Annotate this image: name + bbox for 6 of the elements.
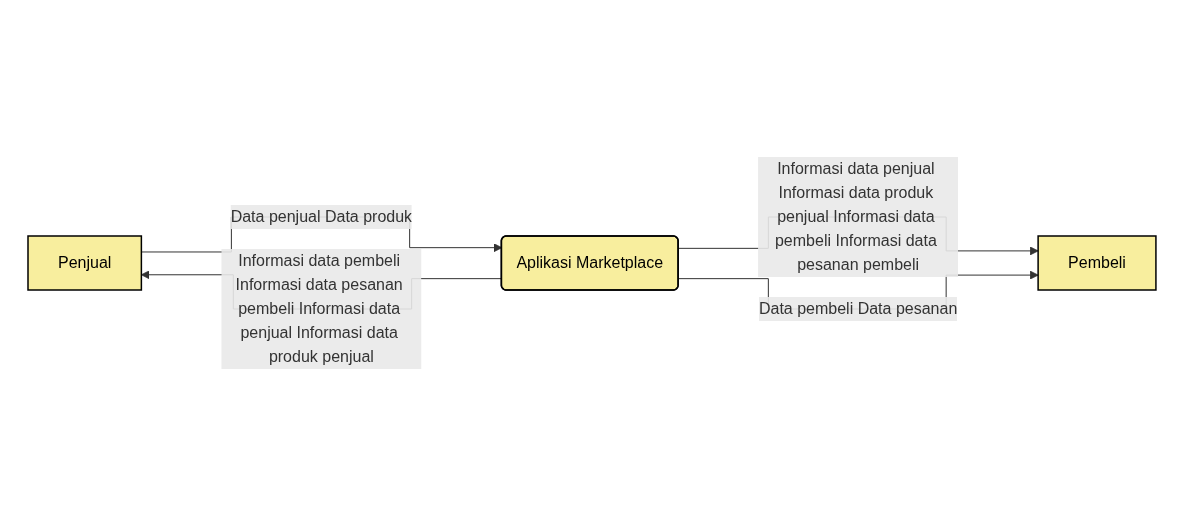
edge-label: Data pembeli Data pesanan xyxy=(758,300,957,317)
edge-label: Data penjual Data produk xyxy=(230,208,412,225)
node-box: Penjual xyxy=(26,235,142,291)
edge-label: Informasi data penjual Informasi data produk penjual Informasi data pembeli Informasi data pesanan pembeli xyxy=(774,160,937,273)
edge-label: Informasi data pembeli Informasi data pesanan pembeli Informasi data penjual Informasi data produk penjual xyxy=(235,252,403,365)
node-box: Pembeli xyxy=(1036,235,1157,291)
